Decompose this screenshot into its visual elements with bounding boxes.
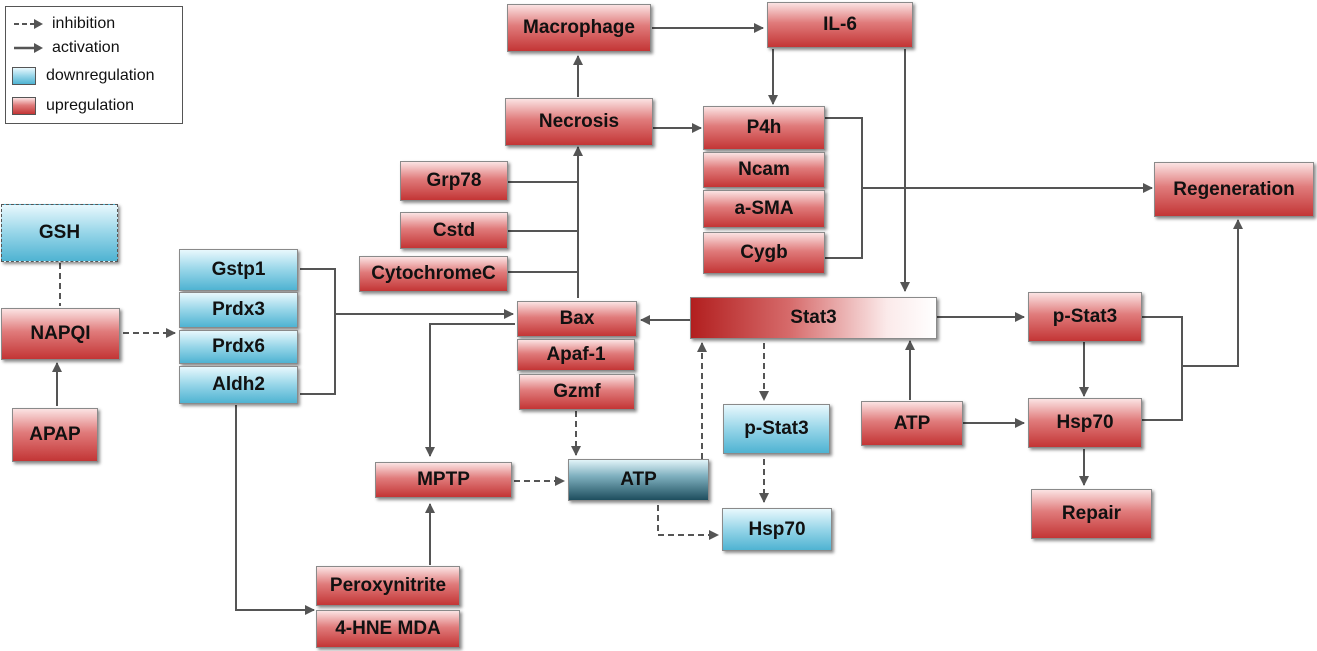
node-regeneration: Regeneration xyxy=(1154,162,1314,217)
node-bax: Bax xyxy=(517,301,637,337)
edge-gstp-group-bracket xyxy=(300,268,336,395)
legend-label-upregulation: upregulation xyxy=(46,97,135,114)
node-prdx6: Prdx6 xyxy=(179,330,298,364)
solid-arrow-icon xyxy=(14,43,43,53)
edge-atp-hsp70-mid xyxy=(657,505,719,540)
node-stat3: Stat3 xyxy=(690,297,937,339)
node-napqi: NAPQI xyxy=(1,308,120,360)
edge-bracket-regeneration xyxy=(1182,219,1243,367)
node-mptp: MPTP xyxy=(375,462,512,498)
node-p4h: P4h xyxy=(703,106,825,150)
legend-item-activation: activation xyxy=(12,37,120,59)
node-gsh: GSH xyxy=(1,204,118,262)
node-cytochromec: CytochromeC xyxy=(359,256,508,292)
node-cygb: Cygb xyxy=(703,232,825,274)
node-atp-mid: ATP xyxy=(568,459,709,501)
legend-item-downregulation: downregulation xyxy=(12,65,155,87)
legend-item-inhibition: inhibition xyxy=(12,13,115,35)
node-il6: IL-6 xyxy=(767,2,913,48)
node-pstat3-right: p-Stat3 xyxy=(1028,292,1142,342)
node-4hne-mda: 4-HNE MDA xyxy=(316,610,460,648)
node-ncam: Ncam xyxy=(703,152,825,188)
node-apaf1: Apaf-1 xyxy=(517,339,635,371)
dashed-arrow-icon xyxy=(14,19,43,29)
edge-aldh2-hne xyxy=(235,405,315,615)
node-pstat3-mid: p-Stat3 xyxy=(723,404,830,454)
node-gzmf: Gzmf xyxy=(519,374,635,410)
edge-pstat3-hsp70-bracket xyxy=(1142,316,1183,421)
node-hsp70-mid: Hsp70 xyxy=(722,508,832,551)
legend-label-activation: activation xyxy=(52,39,120,56)
legend-item-upregulation: upregulation xyxy=(12,95,134,117)
node-atp-right: ATP xyxy=(861,401,963,446)
edge-bax-mptp xyxy=(425,323,515,457)
node-repair: Repair xyxy=(1031,489,1152,539)
node-apap: APAP xyxy=(12,408,98,462)
edge-group-regeneration-bracket xyxy=(825,117,863,259)
node-peroxynitrite: Peroxynitrite xyxy=(316,566,460,606)
downregulation-swatch xyxy=(12,67,36,85)
node-prdx3: Prdx3 xyxy=(179,292,298,328)
node-hsp70-right: Hsp70 xyxy=(1028,398,1142,448)
node-grp78: Grp78 xyxy=(400,161,508,201)
node-cstd: Cstd xyxy=(400,212,508,249)
legend-label-downregulation: downregulation xyxy=(46,67,155,84)
node-gstp1: Gstp1 xyxy=(179,249,298,291)
node-aldh2: Aldh2 xyxy=(179,366,298,404)
legend: inhibition activation downregulation upr… xyxy=(5,6,183,124)
upregulation-swatch xyxy=(12,97,36,115)
node-necrosis: Necrosis xyxy=(505,98,653,146)
node-macrophage: Macrophage xyxy=(507,4,651,52)
node-asma: a-SMA xyxy=(703,190,825,228)
legend-label-inhibition: inhibition xyxy=(52,15,116,32)
